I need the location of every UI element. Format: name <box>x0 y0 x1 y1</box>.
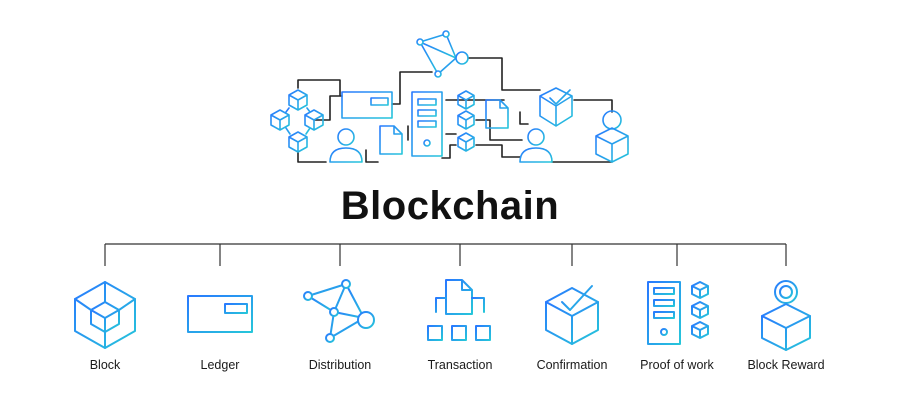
document-icon <box>379 125 403 155</box>
reward-box-icon <box>761 280 811 351</box>
category-label-confirmation: Confirmation <box>536 358 608 372</box>
ledger-small-icon <box>341 91 393 119</box>
category-label-transaction: Transaction <box>427 358 493 372</box>
server-blocks-icon <box>647 281 709 345</box>
category-label-distribution: Distribution <box>308 358 372 372</box>
document-icon <box>485 99 509 129</box>
category-label-ledger: Ledger <box>200 358 240 372</box>
checked-box-icon <box>545 285 599 345</box>
checked-box-icon <box>539 87 573 127</box>
page-title: Blockchain <box>340 184 560 228</box>
network-icon <box>303 279 375 343</box>
reward-box-icon <box>595 110 629 163</box>
network-small-icon <box>416 30 469 78</box>
cube-stack-icon <box>457 90 475 152</box>
person-icon <box>519 128 553 163</box>
category-label-block: Block <box>89 358 121 372</box>
transaction-icon <box>427 279 491 341</box>
tree-connectors <box>104 243 787 266</box>
category-label-block-reward: Block Reward <box>747 358 825 372</box>
cube-cluster-icon <box>270 89 324 153</box>
cube-icon <box>74 281 136 349</box>
header-illustration <box>270 30 629 163</box>
category-label-proof-of-work: Proof of work <box>640 358 714 372</box>
ledger-icon <box>187 295 253 333</box>
person-icon <box>329 128 363 163</box>
network-connectors <box>297 57 613 163</box>
server-icon <box>411 91 443 157</box>
